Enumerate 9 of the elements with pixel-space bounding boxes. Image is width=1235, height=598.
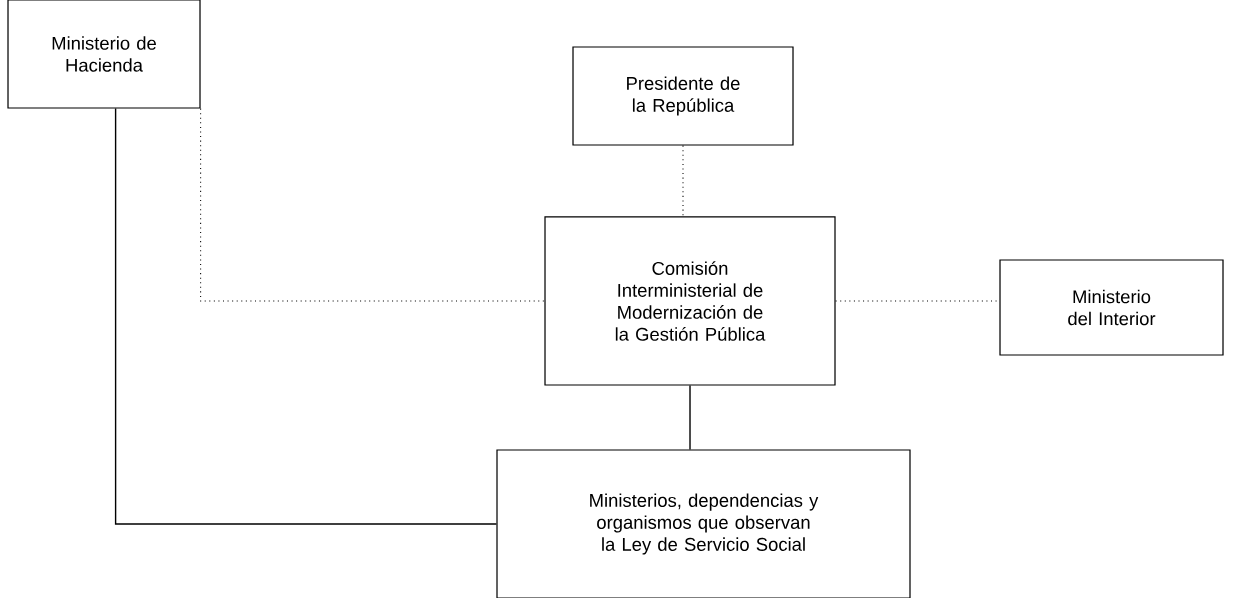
org-box: Ministerio del Interior [999,259,1224,356]
org-box: Presidente de la República [572,46,794,146]
org-box: Comisión Interministerial de Modernización de la Gestión Pública [544,216,836,386]
connector-line [114,107,498,525]
org-box: Ministerios, dependencias y organismos que observan la Ley de Servicio Social [496,449,911,598]
connector-line [689,384,691,451]
org-box: Ministerio de Hacienda [7,0,201,109]
connector-line [835,300,1000,302]
connector-line [682,145,684,217]
